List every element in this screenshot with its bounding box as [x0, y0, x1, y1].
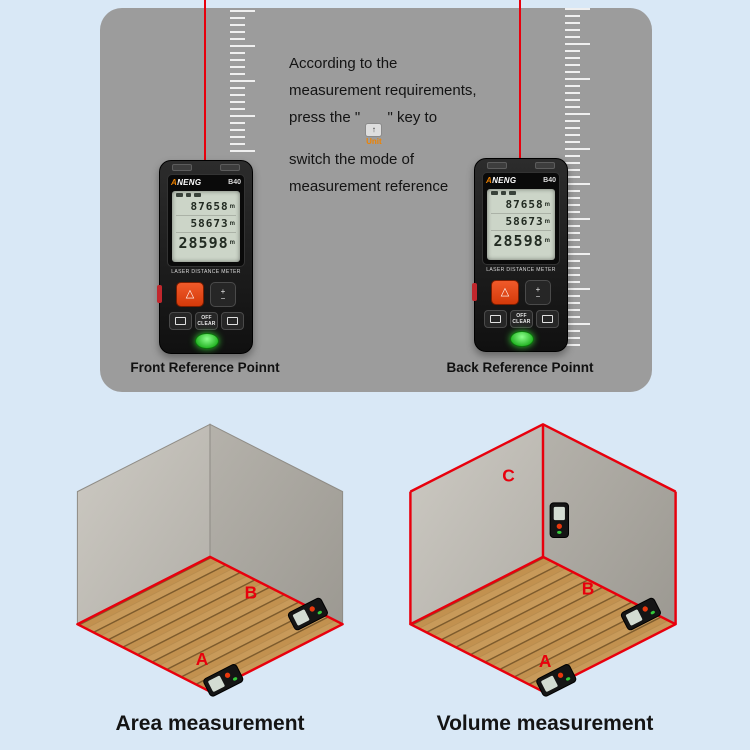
front-reference-label: Front Reference Poinnt [130, 360, 280, 375]
mini-meter-wall-c [549, 502, 570, 539]
plus-minus-button: + − [210, 282, 236, 307]
plus-label: + [220, 286, 226, 296]
function-icon [542, 315, 553, 323]
brand-row: ANENG B40 [486, 175, 556, 186]
unit-key-icon: ↑Unit [365, 123, 383, 146]
lcd-status-icons [491, 191, 551, 196]
lcd-reading-3: 28598m [178, 234, 236, 252]
unit-mark: m [229, 204, 236, 210]
lcd-display: 87658m 58673m 28598m [487, 189, 555, 260]
lcd-reading-2: 58673m [491, 214, 551, 231]
laser-lens-slot [172, 164, 192, 171]
minus-label: − [220, 293, 226, 303]
area-measurement-diagram: B A [76, 423, 344, 697]
dimension-label-b: B [582, 579, 595, 599]
meas-button: △ [491, 280, 519, 305]
instruction-line-5: measurement reference [289, 178, 449, 195]
clear-label: CLEAR [512, 318, 531, 325]
ruler-long-ticks [230, 10, 255, 152]
meas-side-button [472, 283, 477, 301]
meas-button: △ [176, 282, 204, 307]
plus-label: + [535, 284, 541, 294]
dimension-label-a: A [539, 651, 552, 671]
function-button [536, 310, 559, 328]
device-subtitle: LASER DISTANCE METER [171, 269, 241, 275]
brand-logo: ANENG [171, 178, 202, 187]
back-reference-label: Back Reference Poinnt [446, 360, 594, 375]
area-measurement-caption: Area measurement [115, 712, 305, 735]
laser-lens-slot [535, 162, 555, 169]
volume-measurement-caption: Volume measurement [436, 712, 654, 735]
laser-aperture [487, 162, 555, 169]
off-label: OFF [201, 314, 212, 321]
laser-beam-back [519, 0, 521, 162]
ruler-long-ticks [565, 8, 590, 346]
unit-mark: m [544, 202, 551, 208]
clear-label: CLEAR [197, 320, 216, 327]
laser-meter-back: ANENG B40 87658m 58673m 28598m LASER DIS… [472, 158, 568, 352]
lcd-display: 87658m 58673m 28598m [172, 191, 240, 262]
instruction-line-4: switch the mode of [289, 151, 415, 168]
dimension-label-b: B [245, 583, 258, 603]
instruction-line-2: measurement requirements, [289, 82, 477, 99]
function-button [221, 312, 244, 330]
power-button [195, 333, 219, 349]
reference-button [169, 312, 192, 330]
lcd-reading-3: 28598m [493, 232, 551, 250]
laser-ceiling-edges [409, 423, 677, 493]
function-icon [227, 317, 238, 325]
mini-meter-edge-b [287, 597, 328, 631]
device-screen-bezel: ANENG B40 87658m 58673m 28598m [167, 174, 245, 267]
instruction-line-3-post: " key to [383, 109, 438, 126]
lcd-status-icons [176, 193, 236, 198]
instruction-line-1: According to the [289, 55, 398, 72]
laser-meter-front: ANENG B40 87658m 58673m 28598m LASER DIS… [157, 160, 253, 354]
instruction-line-3-pre: press the " [289, 109, 365, 126]
off-clear-button: OFF CLEAR [195, 312, 218, 330]
power-button [510, 331, 534, 347]
reference-icon [490, 315, 501, 323]
laser-lens-slot [220, 164, 240, 171]
device-screen-bezel: ANENG B40 87658m 58673m 28598m [482, 172, 560, 265]
brand-row: ANENG B40 [171, 177, 241, 188]
laser-lens-slot [487, 162, 507, 169]
unit-mark: m [229, 221, 236, 227]
mini-meter-edge-a [203, 664, 244, 697]
reference-button [484, 310, 507, 328]
ruler-scale-right [565, 8, 593, 346]
laser-beam-front [204, 0, 206, 164]
instruction-line-3: press the " ↑Unit " key to [289, 104, 504, 146]
mini-meter-edge-b [620, 597, 661, 631]
plus-minus-button: + − [525, 280, 551, 305]
minus-label: − [535, 291, 541, 301]
volume-measurement-diagram: C B A [409, 423, 677, 697]
off-label: OFF [516, 312, 527, 319]
ruler-scale-left [230, 10, 256, 152]
model-label: B40 [543, 177, 556, 184]
meas-side-button [157, 285, 162, 303]
mini-meter-edge-a [536, 664, 577, 697]
lcd-reading-2: 58673m [176, 216, 236, 233]
dimension-label-c: C [502, 465, 515, 485]
lcd-reading-1: 87658m [491, 197, 551, 214]
unit-mark: m [544, 219, 551, 225]
lcd-reading-1: 87658m [176, 199, 236, 216]
unit-mark: m [229, 240, 236, 246]
instruction-text: According to the measurement requirement… [289, 50, 504, 200]
dimension-label-a: A [196, 649, 209, 669]
model-label: B40 [228, 179, 241, 186]
unit-key-label: Unit [366, 137, 382, 146]
unit-key-cap: ↑ [365, 123, 383, 137]
unit-mark: m [544, 238, 551, 244]
brand-logo: ANENG [486, 176, 517, 185]
reference-icon [175, 317, 186, 325]
laser-aperture [172, 164, 240, 171]
off-clear-button: OFF CLEAR [510, 310, 533, 328]
device-subtitle: LASER DISTANCE METER [486, 267, 556, 273]
